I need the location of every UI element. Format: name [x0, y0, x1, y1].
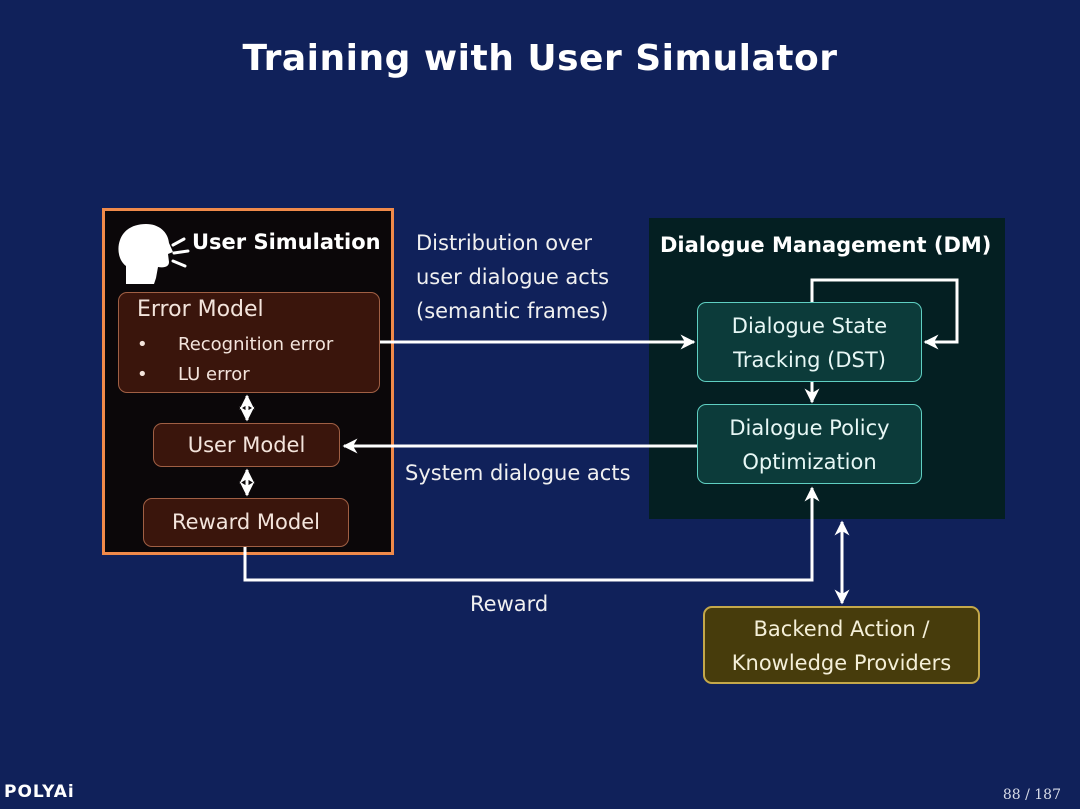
user-simulation-heading: User Simulation: [192, 230, 381, 254]
error-model-box: Error Model •Recognition error •LU error: [118, 292, 380, 393]
distribution-label: Distribution over user dialogue acts (se…: [416, 226, 609, 328]
dialogue-management-heading: Dialogue Management (DM): [660, 233, 992, 257]
reward-label: Reward: [470, 592, 549, 616]
distribution-line-3: (semantic frames): [416, 299, 609, 323]
dpo-line-2: Optimization: [742, 450, 877, 474]
policy-optimization-box: Dialogue Policy Optimization: [697, 404, 922, 484]
dst-line-2: Tracking (DST): [733, 348, 886, 372]
system-acts-label: System dialogue acts: [405, 461, 631, 485]
arrow-reward-to-policy: [243, 486, 820, 582]
list-item: •LU error: [137, 364, 250, 385]
error-model-title: Error Model: [137, 297, 264, 322]
list-item: •Recognition error: [137, 334, 334, 355]
slide-title: Training with User Simulator: [242, 38, 838, 79]
backend-line-1: Backend Action /: [753, 617, 930, 641]
polyai-logo: POLYAi: [4, 782, 75, 802]
speaking-head-icon: [118, 224, 190, 284]
dst-line-1: Dialogue State: [731, 314, 888, 338]
backend-providers-box: Backend Action / Knowledge Providers: [703, 606, 980, 684]
arrow-dst-loop: [810, 278, 959, 350]
error-model-list: •Recognition error •LU error: [137, 330, 333, 390]
user-model-box: User Model: [153, 423, 340, 467]
error-item-label: LU error: [178, 364, 250, 385]
backend-line-2: Knowledge Providers: [731, 651, 952, 675]
error-item-label: Recognition error: [178, 334, 334, 355]
page-number: 88 / 187: [1002, 787, 1061, 803]
reward-model-box: Reward Model: [143, 498, 349, 547]
distribution-line-2: user dialogue acts: [416, 265, 610, 289]
dpo-line-1: Dialogue Policy: [729, 416, 890, 440]
distribution-line-1: Distribution over: [416, 231, 593, 255]
dst-box: Dialogue State Tracking (DST): [697, 302, 922, 382]
